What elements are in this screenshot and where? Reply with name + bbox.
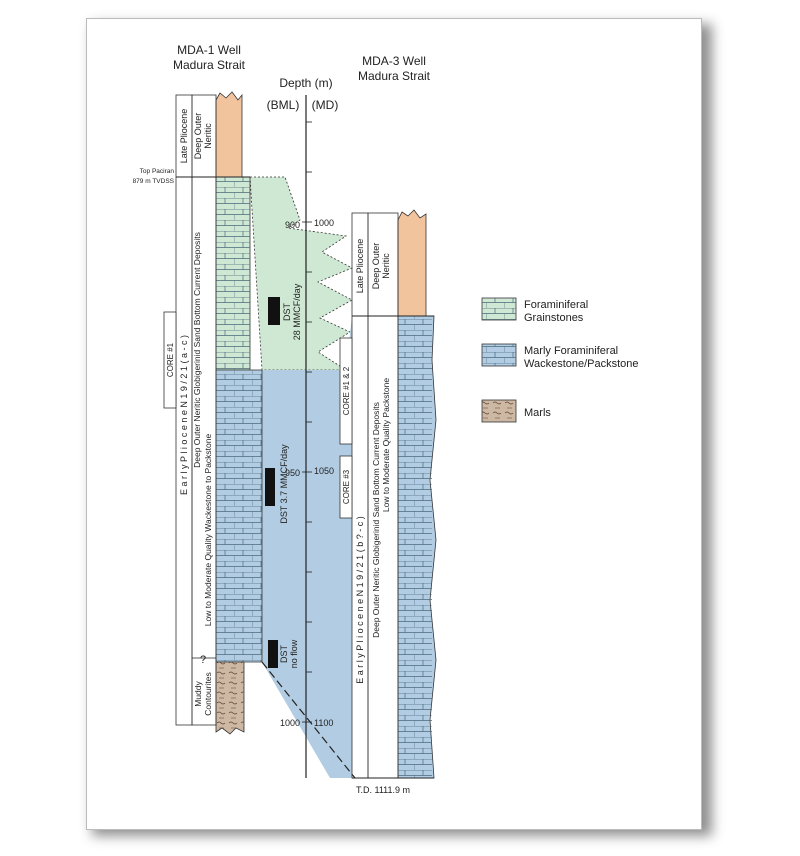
- mda3-late-env-1: Deep Outer: [371, 243, 381, 290]
- mda1-early-age: E a r l y P l i o c e n e N 1 9 / 2 1 ( …: [179, 335, 189, 495]
- legend-wackestone-pattern: [482, 344, 516, 366]
- mda1-dst1-label-2: 28 MMCF/day: [292, 283, 302, 340]
- mda1-dst2-bar: [265, 468, 275, 506]
- mda3-well-location: Madura Strait: [358, 69, 431, 83]
- mda1-muddy-1: Muddy: [193, 680, 203, 706]
- mda3-early-age: E a r l y P l i o c e n e N 1 9 / 2 1 ( …: [355, 516, 365, 683]
- md-tick-1000: 1000: [314, 218, 334, 228]
- wedge-base-line: [261, 661, 356, 779]
- mda1-late-env-2: Neritic: [203, 123, 213, 149]
- legend-grainstone-label-1: Foraminiferal: [524, 299, 588, 311]
- mda1-top-pick-2: 879 m TVDSS: [133, 178, 175, 185]
- mda1-early-desc2: Low to Moderate Quality Wackestone to Pa…: [203, 434, 213, 627]
- mda1-wackestone-pattern: [216, 370, 262, 662]
- mda1-marl-top: [215, 91, 243, 178]
- figure-page: [86, 18, 702, 830]
- mda1-dst3-label-1: DST: [279, 644, 289, 663]
- mda1-core-label: CORE #1: [166, 342, 175, 377]
- mda1-top-pick-1: Top Paciran: [140, 168, 175, 175]
- mda3-late-env-2: Neritic: [381, 253, 391, 279]
- depth-md-label: (MD): [312, 98, 339, 112]
- mda3-marl-top: [397, 209, 427, 317]
- mda1-dst2-label: DST 3.7 MMCF/day: [279, 444, 289, 524]
- mda1-core-box: [163, 311, 177, 409]
- mda3-late-age: Late Pliocene: [355, 239, 365, 294]
- md-tick-1100: 1100: [314, 718, 333, 728]
- mda3-td-label: T.D. 1111.9 m: [356, 785, 410, 795]
- mda1-dst1-bar: [268, 297, 280, 325]
- legend-grainstone-label-2: Grainstones: [524, 312, 584, 324]
- mda3-age-col: [351, 212, 369, 779]
- mda1-well-name: MDA-1 Well: [177, 43, 241, 57]
- mda3-early-desc2: Low to Moderate Quality Packstone: [381, 378, 391, 512]
- legend-wackestone-label-1: Marly Foraminiferal: [524, 345, 618, 357]
- wackestone-wedge: [262, 316, 352, 778]
- bml-tick-900: 900: [285, 220, 300, 230]
- mda1-marl-base-pattern: [216, 662, 244, 730]
- mda1-env-col: [191, 94, 217, 726]
- mda1-early-desc1: Deep Outer Neritic Globigerinid Sand Bot…: [192, 232, 202, 468]
- mda3-core3-label: CORE #3: [342, 469, 351, 504]
- mda1-dst3-label-2: no flow: [289, 639, 299, 668]
- legend-marls-label: Marls: [524, 407, 551, 419]
- legend-grainstone-pattern: [482, 298, 516, 320]
- mda3-well-name: MDA-3 Well: [362, 54, 426, 68]
- legend-wackestone-label-2: Wackestone/Packstone: [524, 358, 639, 370]
- md-tick-1050: 1050: [314, 466, 334, 476]
- mda3-wackestone-pattern: [398, 316, 432, 778]
- bml-tick-1000: 1000: [280, 718, 300, 728]
- depth-axis-ticks: [302, 121, 312, 723]
- mda1-late-env-1: Deep Outer: [193, 113, 203, 160]
- mda1-dst3-bar: [268, 640, 278, 668]
- mda3-core3-box: [339, 455, 353, 519]
- mda1-muddy-2: Contourites: [203, 672, 213, 715]
- legend-marls-pattern: [482, 400, 516, 422]
- mda1-dst1-label-1: DST: [282, 302, 292, 321]
- mda1-well-location: Madura Strait: [173, 58, 246, 72]
- mda3-core1-box: [339, 337, 353, 445]
- mda3-early-desc1: Deep Outer Neritic Globigerinid Sand Bot…: [371, 402, 381, 638]
- bml-tick-950: 950: [285, 468, 300, 478]
- depth-bml-label: (BML): [267, 98, 300, 112]
- mda1-grainstone-pattern: [216, 177, 250, 370]
- legend: Foraminiferal Grainstones Marly Foramini…: [481, 297, 639, 423]
- mda1-late-age: Late Pliocene: [179, 109, 189, 164]
- mda3-core1-label: CORE #1 & 2: [342, 366, 351, 415]
- depth-axis-title: Depth (m): [279, 76, 332, 90]
- mda1-question-mark: ?: [200, 654, 206, 666]
